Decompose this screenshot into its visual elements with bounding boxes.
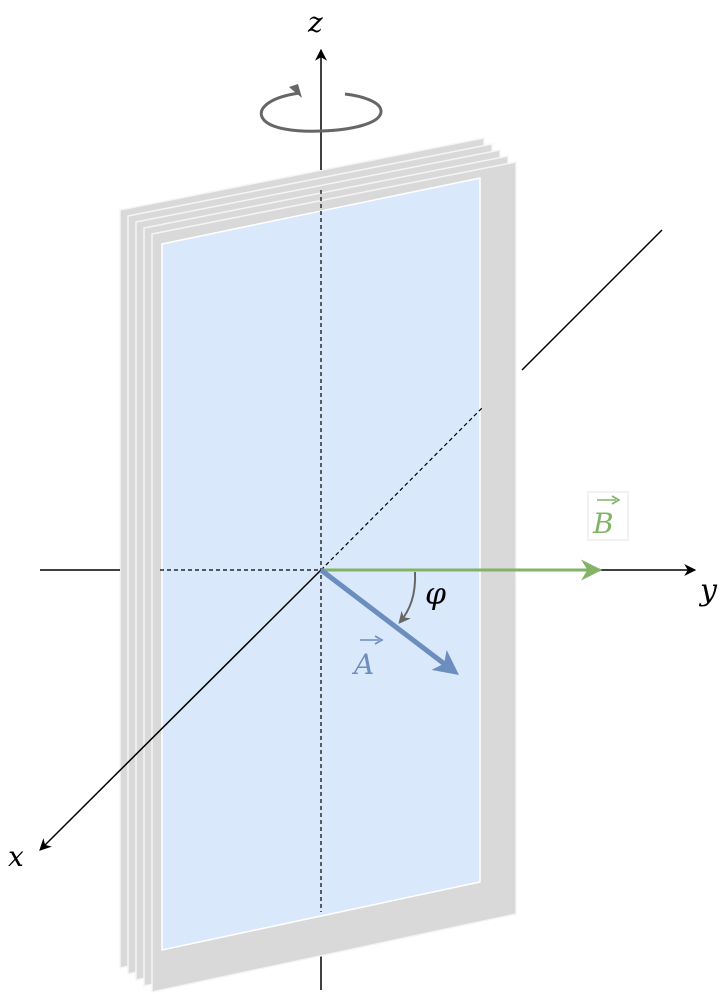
a-label: A: [351, 648, 374, 681]
z-axis-label: z: [307, 6, 323, 39]
a-vector-label: A: [351, 635, 384, 681]
vector-arrowhead: [611, 495, 621, 505]
angle-label: φ: [425, 577, 446, 612]
y-axis-label: y: [698, 573, 718, 608]
angle-arc-arrow: [398, 571, 417, 624]
diagonal-dashed: [320, 407, 483, 571]
x-axis: [39, 569, 322, 851]
coil: [119, 137, 517, 993]
y-axis-back-line: [521, 229, 663, 371]
b-vector-label: B: [587, 491, 629, 541]
a-vector-arrow: [319, 568, 459, 676]
x-axis-label: x: [8, 840, 24, 873]
b-label: B: [592, 507, 614, 540]
rotation-arrow-icon: [259, 84, 383, 133]
vector-arrowhead: [374, 635, 384, 645]
